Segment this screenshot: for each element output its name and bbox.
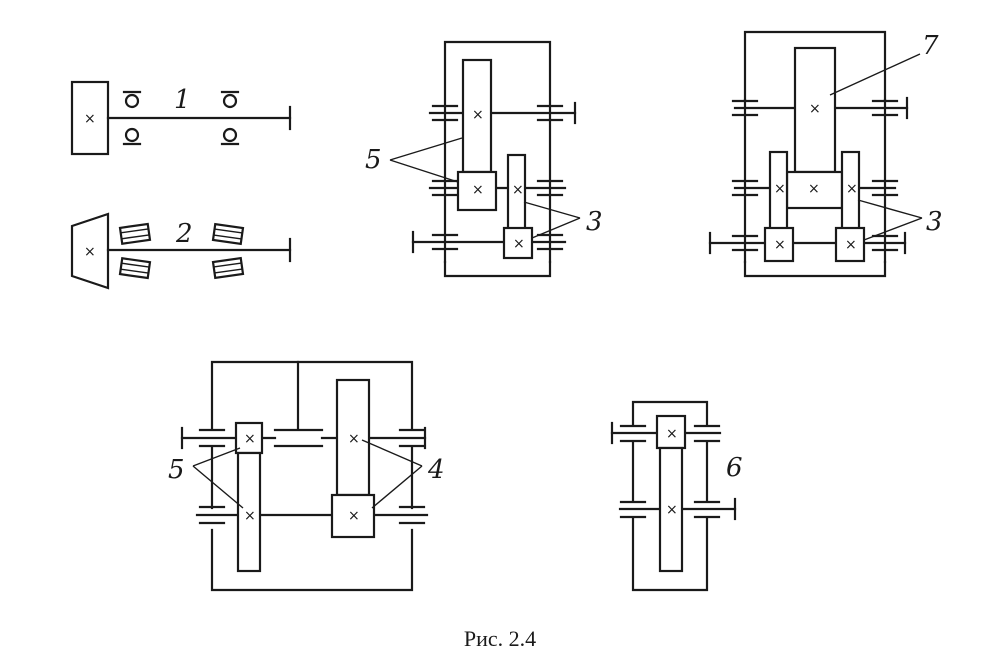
scheme-4-leader-3b — [863, 217, 923, 241]
svg-text:×: × — [244, 508, 256, 524]
scheme-2-bevel-wheel — [70, 212, 110, 290]
scheme-5-housing-top — [210, 360, 414, 430]
scheme-3-leader-3a — [523, 201, 581, 219]
scheme-5-split-housing-gearbox: × × × × 5 4 — [168, 360, 445, 592]
svg-text:×: × — [846, 181, 858, 197]
scheme-5-leader-5a — [192, 447, 241, 467]
label-2: 2 — [175, 219, 193, 249]
scheme-5-leader-4a — [361, 439, 423, 467]
scheme-4-leader-3a — [857, 199, 923, 219]
label-4: 4 — [427, 455, 445, 485]
scheme-5-leader-4b — [371, 465, 423, 509]
scheme-1-bearing-left — [122, 90, 142, 146]
scheme-5-bearings — [198, 428, 426, 525]
label-3-scheme-4: 3 — [926, 207, 943, 237]
scheme-1-wheel — [70, 80, 110, 156]
scheme-5-leader-5b — [192, 465, 244, 509]
scheme-4-coaxial-gearbox: × × × × × × 7 3 — [708, 30, 943, 278]
scheme-3-pinion-2 — [456, 170, 498, 212]
svg-text:×: × — [472, 182, 484, 198]
scheme-4-pinion-right — [834, 226, 866, 263]
scheme-1-bearing-right — [220, 90, 240, 146]
scheme-1-shaft-plain-bearings: × 1 — [70, 80, 292, 156]
scheme-3-bearings — [431, 104, 564, 251]
svg-text:×: × — [348, 508, 360, 524]
scheme-6-gear-wheel — [658, 446, 684, 573]
scheme-4-leader-7 — [829, 53, 921, 96]
svg-text:×: × — [774, 181, 786, 197]
figure-caption: Рис. 2.4 — [463, 626, 537, 651]
svg-text:×: × — [809, 101, 821, 117]
scheme-5-pinion-input — [234, 421, 264, 455]
scheme-6-housing-bottom — [631, 516, 709, 592]
scheme-6-housing-top — [631, 400, 709, 427]
svg-text:×: × — [472, 107, 484, 123]
scheme-5-gear-wheel-left — [236, 451, 262, 573]
scheme-6-pinion — [655, 414, 687, 450]
svg-text:×: × — [666, 426, 678, 442]
scheme-4-pinion-left — [763, 226, 795, 263]
scheme-3-pinion-4 — [502, 226, 534, 260]
svg-text:×: × — [845, 237, 857, 253]
label-1: 1 — [174, 85, 191, 115]
scheme-3-leader-3b — [531, 217, 581, 239]
scheme-5-gear-wheel-right — [335, 378, 371, 497]
scheme-3-housing-top — [443, 40, 552, 122]
scheme-2-shaft-tapered-bearings: × — [70, 212, 292, 290]
scheme-4-housing-bottom — [743, 260, 887, 278]
label-3-scheme-3: 3 — [586, 207, 603, 237]
scheme-3-housing-bottom — [443, 260, 552, 278]
schemes-drawing: × 1 × — [70, 30, 943, 592]
svg-text:×: × — [808, 181, 820, 197]
scheme-3-leader-5a — [389, 137, 463, 161]
svg-text:×: × — [244, 431, 256, 447]
svg-text:×: × — [512, 182, 524, 198]
svg-text:×: × — [774, 237, 786, 253]
label-7: 7 — [922, 31, 939, 61]
label-5-scheme-5: 5 — [168, 455, 185, 485]
scheme-2-wheel-cross: × — [84, 244, 96, 260]
label-5-scheme-3: 5 — [365, 145, 382, 175]
svg-text:×: × — [348, 431, 360, 447]
scheme-3-leader-5b — [389, 159, 459, 183]
scheme-3-gear-wheel-1 — [461, 58, 493, 174]
scheme-5-housing-bottom — [210, 528, 414, 592]
scheme-2-bearing-right — [211, 222, 245, 280]
svg-text:×: × — [513, 236, 525, 252]
scheme-2-bearing-left — [118, 222, 152, 280]
scheme-4-bearings — [731, 99, 899, 252]
scheme-1-wheel-cross: × — [84, 111, 96, 127]
scheme-5-pinion-intermediate — [330, 493, 376, 539]
label-6: 6 — [726, 453, 743, 483]
svg-text:×: × — [666, 502, 678, 518]
scheme-3-two-stage-gearbox: × × × × 5 3 — [365, 40, 603, 278]
scheme-4-housing-top — [743, 30, 887, 102]
scheme-6-bearings — [619, 424, 721, 519]
scheme-6-single-stage-gearbox: × × 6 — [610, 400, 743, 592]
